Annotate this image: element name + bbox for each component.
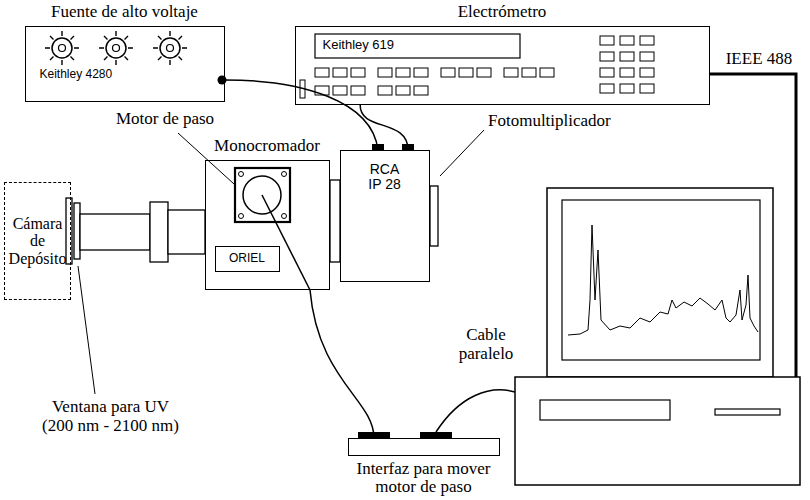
knob: [45, 31, 79, 65]
text-slot: IEEE 488: [716, 50, 802, 69]
node-heading: ORIEL: [229, 252, 265, 265]
node-heading: RCA IP 28: [364, 162, 406, 193]
node-text: Keithley 4280: [40, 68, 180, 81]
motor-wire: [262, 195, 310, 290]
display: [315, 34, 520, 58]
text-slot: Fuente de alto voltaje: [25, 3, 225, 22]
cable-label: IEEE 488: [716, 50, 802, 69]
coupling: [330, 180, 340, 262]
chamber-box: Cámara de Depósito: [4, 182, 71, 300]
node-heading: Electrómetro: [295, 3, 710, 22]
part-label: Fotomultiplicador: [488, 112, 618, 131]
leader-line: [78, 266, 95, 394]
parallel-cable: [436, 390, 515, 432]
text-slot: Keithley 619: [323, 38, 513, 52]
node-heading: Interfaz para mover motor de paso: [344, 460, 504, 497]
ieee-cable: [710, 74, 796, 377]
cable-wire: [360, 105, 408, 150]
buttons: [300, 36, 654, 98]
node-text: Keithley 619: [323, 38, 513, 52]
cable-label: Cable paralelo: [450, 326, 522, 363]
knob: [99, 31, 133, 65]
node-heading: Fuente de alto voltaje: [25, 3, 225, 22]
interface-box: Interfaz para mover motor de paso: [348, 438, 500, 456]
leader-line: [440, 130, 484, 176]
node-heading: Monocromador: [205, 137, 330, 156]
cable-wire: [310, 290, 374, 438]
node-heading: Cámara de Depósito: [7, 215, 68, 268]
text-slot: Keithley 4280: [40, 68, 180, 81]
photomultiplier-box: RCA IP 28: [340, 150, 430, 282]
text-slot: Ventana para UV (200 nm - 2100 nm): [38, 398, 183, 435]
text-slot: RCA IP 28: [364, 162, 406, 193]
text-slot: Interfaz para mover motor de paso: [344, 460, 504, 497]
brand-plate: ORIEL: [215, 246, 280, 272]
text-slot: Motor de paso: [110, 110, 220, 129]
power-supply-box: Fuente de alto voltajeKeithley 4280: [25, 26, 225, 102]
text-slot: Fotomultiplicador: [488, 112, 618, 131]
part-label: Motor de paso: [110, 110, 220, 129]
uv-window: [66, 198, 205, 264]
text-slot: Cable paralelo: [450, 326, 522, 363]
coupling: [430, 186, 438, 246]
text-slot: Monocromador: [205, 137, 330, 156]
part-label: Ventana para UV (200 nm - 2100 nm): [38, 398, 183, 435]
text-slot: Electrómetro: [295, 3, 710, 22]
computer: [515, 188, 800, 485]
knob: [153, 31, 187, 65]
electrometer-box: ElectrómetroKeithley 619: [295, 26, 710, 105]
monochromator-box: MonocromadorORIEL: [205, 160, 330, 290]
